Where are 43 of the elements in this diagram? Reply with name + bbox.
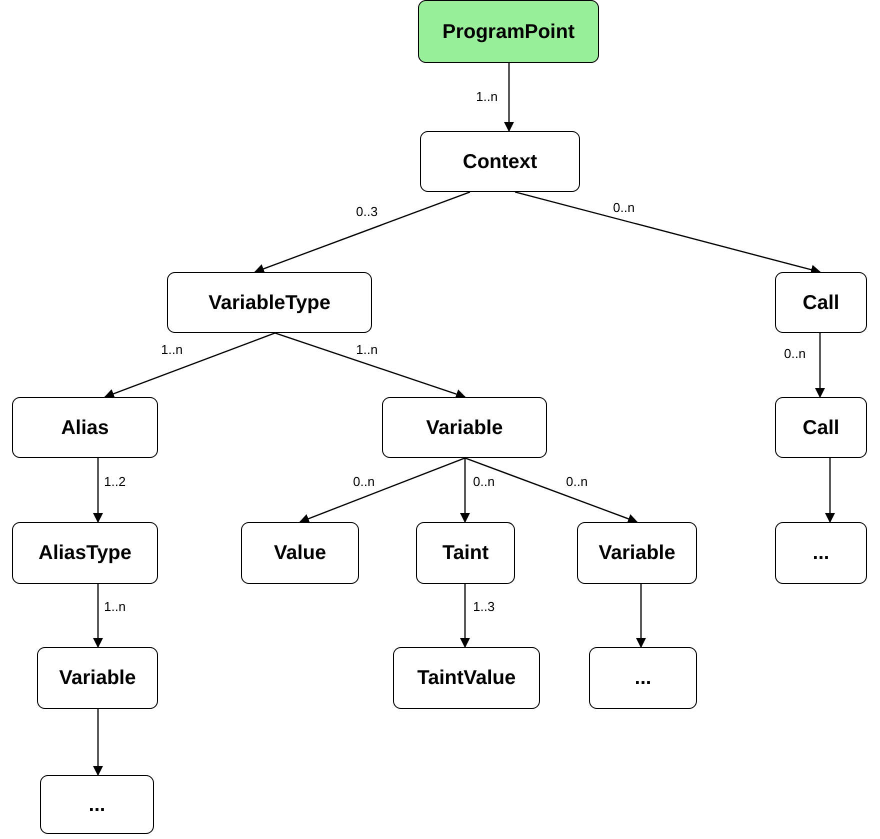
edge-label: 0..3 [355, 205, 379, 218]
arrow [299, 457, 466, 524]
arrow [104, 332, 276, 398]
edge-label: 0..n [612, 201, 636, 214]
arrow [93, 584, 103, 648]
arrow [825, 458, 835, 523]
class-box: VariableType [167, 272, 372, 333]
class-box: Call [775, 272, 867, 333]
class-box: ProgramPoint [418, 0, 599, 63]
edge-label: 0..n [472, 475, 496, 488]
class-box: TaintValue [393, 647, 540, 709]
class-box: ... [589, 647, 697, 709]
edge-label: 1..n [355, 343, 379, 356]
arrow [274, 332, 466, 399]
edge-label: 0..n [352, 475, 376, 488]
arrow [93, 458, 103, 523]
class-box: Context [420, 131, 580, 192]
class-box: Call [775, 397, 867, 458]
arrow [464, 457, 638, 524]
arrow [504, 63, 514, 132]
arrow [460, 458, 470, 523]
edge-label: 0..n [783, 347, 807, 360]
class-box: Variable [577, 522, 697, 584]
class-box: Taint [416, 522, 515, 584]
arrow [460, 584, 470, 648]
edge-label: 1..n [103, 600, 127, 613]
arrow [815, 333, 825, 398]
edge-label: 1..n [160, 343, 184, 356]
class-box: ... [775, 522, 867, 584]
edge-label: 0..n [565, 475, 589, 488]
class-box: Value [241, 522, 359, 584]
edge-label: 1..2 [103, 475, 127, 488]
arrow [254, 191, 470, 274]
edge-label: 1..3 [472, 600, 496, 613]
edge-label: 1..n [475, 90, 499, 103]
class-box: Variable [382, 397, 547, 458]
class-box: ... [40, 775, 154, 834]
arrow [636, 584, 646, 648]
arrow [93, 709, 103, 776]
class-box: AliasType [12, 522, 158, 584]
arrow [514, 191, 821, 275]
class-box: Variable [37, 647, 158, 709]
class-box: Alias [12, 397, 158, 458]
